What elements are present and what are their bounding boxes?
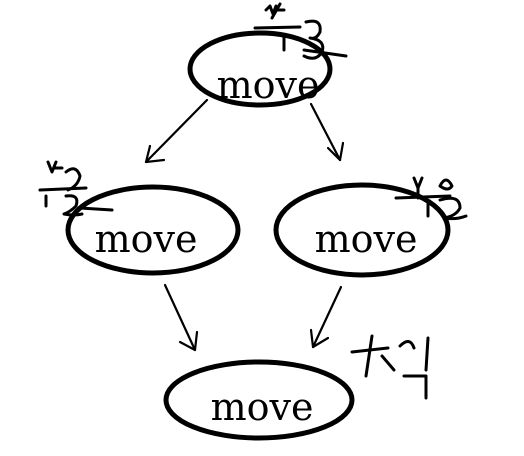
node-bottom: move xyxy=(163,359,355,441)
annotation-left-fraction-bar xyxy=(38,186,88,192)
annotation-top-scribble xyxy=(253,2,348,60)
node-top-label: move xyxy=(217,63,320,107)
edge-left-to-bottom-arrowhead xyxy=(178,330,199,352)
node-bottom-label: move xyxy=(211,385,314,429)
annotation-right-glyph-2 xyxy=(438,178,454,191)
edge-left-to-bottom xyxy=(163,283,199,352)
node-right: move xyxy=(273,182,451,278)
node-left: move xyxy=(65,184,241,276)
edge-top-to-right-arrowhead xyxy=(326,141,345,162)
edge-top-to-left-line xyxy=(144,98,209,164)
annotation-bottom-right-scribble xyxy=(350,334,430,400)
annotation-left-scribble xyxy=(38,160,114,217)
annotation-top-glyph-4 xyxy=(302,19,325,60)
annotation-left-glyph-1 xyxy=(46,160,64,174)
node-top: move xyxy=(187,30,333,108)
edge-left-to-bottom-line xyxy=(163,283,197,352)
node-left-ellipse xyxy=(65,184,241,276)
node-left-label: move xyxy=(95,217,198,261)
annotation-right-scribble xyxy=(394,176,468,221)
annotation-top-fraction-bar xyxy=(253,25,302,30)
edge-top-to-right xyxy=(309,102,345,162)
annotation-bottom-glyph-5 xyxy=(424,336,430,372)
annotation-right-glyph-4 xyxy=(438,196,468,221)
node-top-ellipse xyxy=(187,30,333,108)
node-right-ellipse xyxy=(273,182,451,278)
edge-right-to-bottom-line xyxy=(311,285,343,349)
edge-top-to-left-arrowhead xyxy=(144,144,166,164)
annotation-right-fraction-bar xyxy=(394,194,452,200)
annotation-top-glyph-2 xyxy=(270,2,286,20)
annotation-bottom-glyph-4 xyxy=(398,340,416,350)
edge-right-to-bottom-arrowhead xyxy=(309,328,330,349)
annotation-left-glyph-4 xyxy=(62,194,84,217)
annotation-bottom-glyph-3 xyxy=(380,354,396,372)
annotation-bottom-glyph-6 xyxy=(402,374,428,400)
node-bottom-ellipse xyxy=(163,359,355,441)
annotation-top-glyph-1 xyxy=(264,4,278,16)
edge-top-to-left xyxy=(144,98,209,164)
annotation-top-stroke xyxy=(302,48,348,58)
node-right-label: move xyxy=(315,217,418,261)
edge-right-to-bottom xyxy=(309,285,343,349)
annotation-bottom-glyph-2 xyxy=(364,334,374,378)
annotation-left-glyph-2 xyxy=(64,167,82,192)
annotation-left-stroke xyxy=(78,206,114,212)
edge-top-to-right-line xyxy=(309,102,342,162)
